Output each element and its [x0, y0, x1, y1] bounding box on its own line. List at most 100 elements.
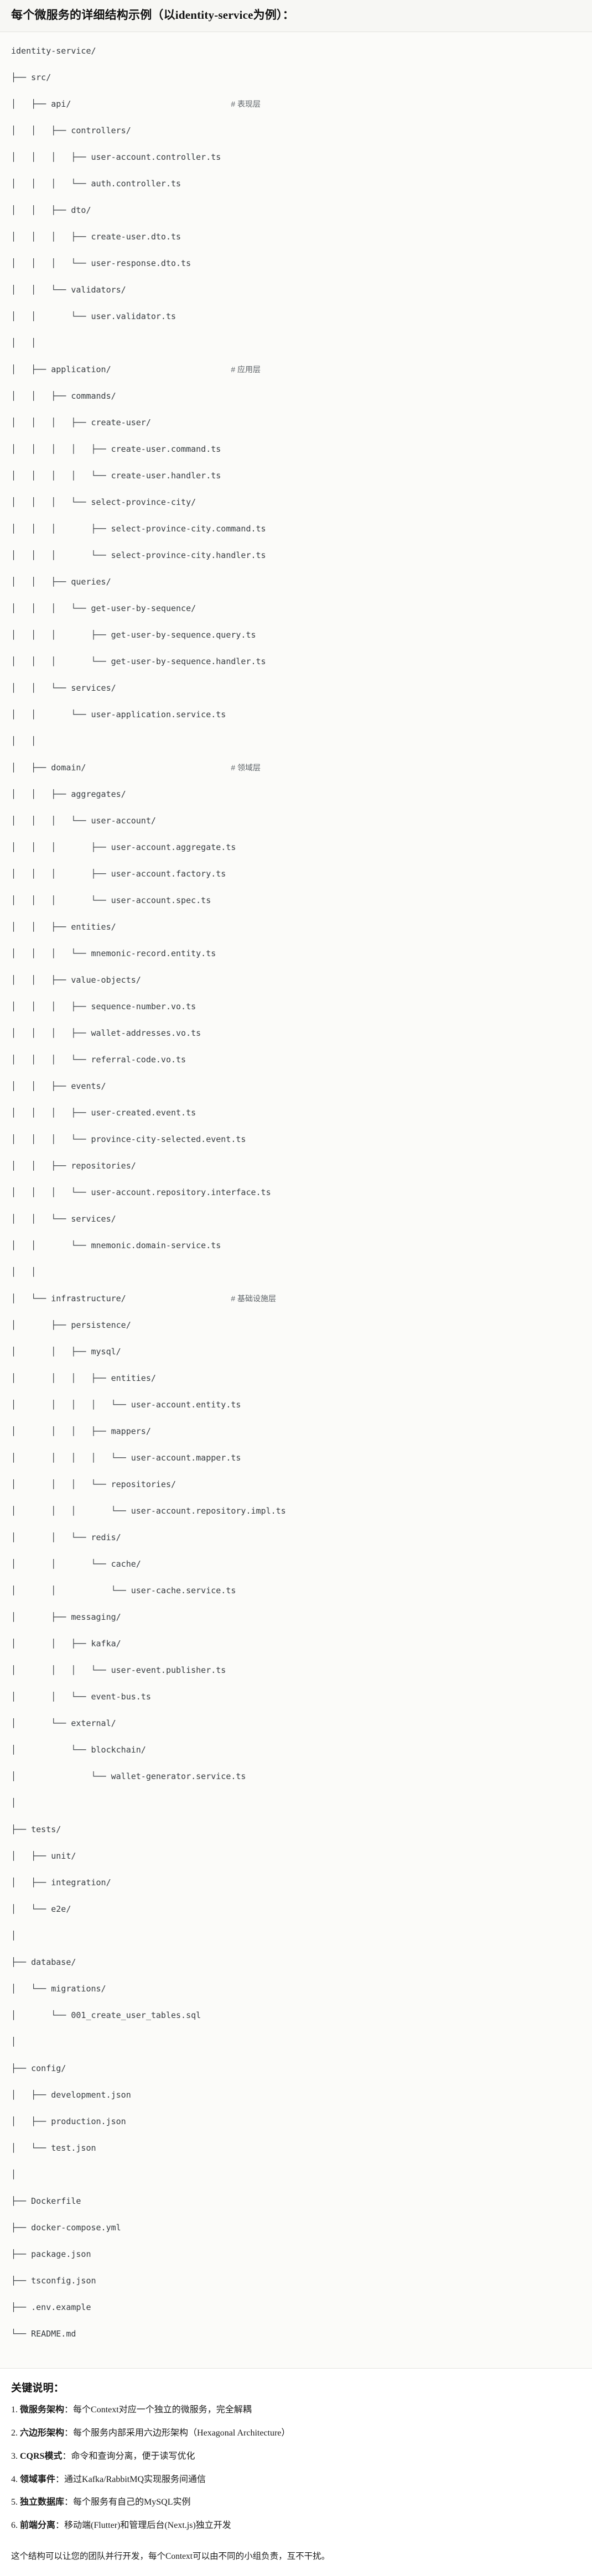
tree-row-path: │ │ └── services/ [11, 683, 116, 693]
tree-row-path: │ │ └── user-cache.service.ts [11, 1586, 236, 1596]
tree-row: │ │ ├── dto/ [11, 204, 581, 217]
key-note-item: 前端分离：移动端(Flutter)和管理后台(Next.js)独立开发 [11, 2519, 581, 2533]
tree-row-path: │ [11, 1798, 17, 1808]
tree-row-path: │ │ │ └── user-account.spec.ts [11, 895, 211, 906]
tree-row: │ │ │ └── province-city-selected.event.t… [11, 1133, 581, 1146]
key-note-item: 独立数据库：每个服务有自己的MySQL实例 [11, 2496, 581, 2510]
tree-row: │ ├── domain/ # 领域层 [11, 761, 581, 774]
tree-row-path: │ │ │ ├── user-created.event.ts [11, 1108, 196, 1118]
key-note-item: 领域事件：通过Kafka/RabbitMQ实现服务间通信 [11, 2473, 581, 2487]
tree-row-path: ├── tests/ [11, 1824, 61, 1835]
tree-row: │ └── external/ [11, 1717, 581, 1730]
tree-row: │ │ └── redis/ [11, 1531, 581, 1544]
tree-row: │ │ │ │ └── user-account.entity.ts [11, 1398, 581, 1411]
tree-row: │ │ └── services/ [11, 1212, 581, 1226]
tree-row-path: │ └── wallet-generator.service.ts [11, 1771, 246, 1782]
tree-row-path: │ └── infrastructure/ [11, 1294, 126, 1304]
tree-row: │ │ │ └── get-user-by-sequence/ [11, 602, 581, 615]
tree-row: │ │ │ └── select-province-city/ [11, 496, 581, 509]
tree-row-path: ├── tsconfig.json [11, 2276, 96, 2286]
tree-row-path: │ │ ├── value-objects/ [11, 975, 141, 985]
directory-tree: identity-service/ ├── src/ │ ├── api/ # … [11, 44, 581, 2354]
tree-row-comment: # 应用层 [231, 365, 261, 374]
tree-row-path: │ [11, 2170, 17, 2180]
tree-row-path: │ ├── messaging/ [11, 1612, 121, 1623]
tree-row-path: │ │ │ └── repositories/ [11, 1479, 176, 1490]
key-note-term: 微服务架构 [20, 2405, 65, 2415]
tree-row-path: ├── Dockerfile [11, 2196, 81, 2207]
tree-row: │ │ └── validators/ [11, 283, 581, 296]
tree-row: │ │ │ └── user-response.dto.ts [11, 257, 581, 270]
tree-row: │ ├── unit/ [11, 1849, 581, 1863]
tree-row: │ └── wallet-generator.service.ts [11, 1770, 581, 1783]
tree-row: │ └── 001_create_user_tables.sql [11, 2009, 581, 2022]
header-band: 每个微服务的详细结构示例（以identity-service为例）： [0, 0, 592, 33]
key-note-separator: ： [62, 2451, 71, 2461]
tree-row-path: │ │ │ └── user-account/ [11, 816, 156, 826]
tree-row-path: │ │ └── redis/ [11, 1532, 121, 1543]
tree-row: │ │ │ └── user-account/ [11, 814, 581, 827]
tree-row: │ │ │ ├── wallet-addresses.vo.ts [11, 1026, 581, 1040]
key-note-separator: ： [55, 2521, 65, 2531]
tree-row-path: │ └── blockchain/ [11, 1745, 146, 1755]
key-note-term: 领域事件 [20, 2474, 56, 2484]
tree-row: │ ├── messaging/ [11, 1610, 581, 1624]
tree-row: │ │ │ ├── user-account.factory.ts [11, 867, 581, 880]
tree-row-path: ├── src/ [11, 72, 51, 83]
tree-row: │ │ ├── events/ [11, 1080, 581, 1093]
key-note-separator: ： [64, 2428, 74, 2438]
tree-row: │ │ │ │ └── create-user.handler.ts [11, 469, 581, 482]
tree-row-path: ├── .env.example [11, 2302, 91, 2313]
key-notes-section: 关键说明： 微服务架构：每个Context对应一个独立的微服务，完全解耦六边形架… [0, 2369, 592, 2548]
tree-row: │ └── test.json [11, 2141, 581, 2155]
tree-row-comment: # 表现层 [231, 100, 261, 109]
key-note-description: 通过Kafka/RabbitMQ实现服务间通信 [64, 2474, 206, 2484]
tree-row-path: │ │ └── user.validator.ts [11, 311, 176, 322]
key-note-separator: ： [55, 2474, 65, 2484]
tree-row: │ │ │ ├── user-account.aggregate.ts [11, 841, 581, 854]
key-note-description: 命令和查询分离，便于读写优化 [71, 2451, 195, 2461]
tree-row-path: │ └── migrations/ [11, 1984, 106, 1994]
tree-row-gap [111, 364, 231, 374]
tree-row-path: │ ├── application/ [11, 364, 111, 375]
tree-row-path: │ [11, 1931, 17, 1941]
tree-row-path: │ │ └── user-application.service.ts [11, 710, 226, 720]
tree-row: │ [11, 2168, 581, 2181]
tree-row-path: │ └── e2e/ [11, 1904, 71, 1915]
tree-row-path: │ │ │ └── referral-code.vo.ts [11, 1055, 186, 1065]
tree-row-path: │ ├── development.json [11, 2090, 131, 2100]
tree-row: identity-service/ [11, 44, 581, 58]
tree-row: ├── tsconfig.json [11, 2274, 581, 2287]
tree-row: │ │ │ └── referral-code.vo.ts [11, 1053, 581, 1066]
tree-row: │ │ └── mnemonic.domain-service.ts [11, 1239, 581, 1252]
key-note-description: 移动端(Flutter)和管理后台(Next.js)独立开发 [64, 2521, 231, 2531]
tree-row-path: ├── database/ [11, 1957, 76, 1968]
tree-row-path: │ └── test.json [11, 2143, 96, 2153]
tree-row: │ │ │ └── user-account.repository.impl.t… [11, 1504, 581, 1518]
tree-row-path: │ │ ├── entities/ [11, 922, 116, 932]
tree-row-path: │ │ │ │ └── user-account.entity.ts [11, 1400, 241, 1410]
tree-row-path: │ │ [11, 1267, 37, 1277]
key-note-separator: ： [64, 2497, 74, 2507]
tree-row: │ └── infrastructure/ # 基础设施层 [11, 1292, 581, 1305]
key-note-term: 前端分离 [20, 2521, 56, 2531]
tree-row-path: │ │ │ └── user-response.dto.ts [11, 258, 191, 269]
tree-row-path: │ │ ├── repositories/ [11, 1161, 136, 1171]
tree-row-path: │ │ │ ├── user-account.factory.ts [11, 869, 226, 879]
tree-row-path: │ │ └── validators/ [11, 285, 126, 295]
tree-row: │ [11, 1796, 581, 1810]
tree-row-path: │ ├── production.json [11, 2116, 126, 2127]
tree-row: │ │ └── user-cache.service.ts [11, 1584, 581, 1597]
tree-row-path: │ │ [11, 338, 37, 348]
tree-row: │ │ └── user.validator.ts [11, 310, 581, 323]
tree-row-path: │ │ │ └── select-province-city/ [11, 497, 196, 508]
tree-row-path: │ │ │ └── get-user-by-sequence.handler.t… [11, 656, 266, 667]
tree-row-path: │ │ │ │ └── user-account.mapper.ts [11, 1453, 241, 1463]
tree-row-path: │ │ │ ├── sequence-number.vo.ts [11, 1002, 196, 1012]
tree-row-path: │ │ │ └── get-user-by-sequence/ [11, 603, 196, 614]
tree-row: │ │ ├── repositories/ [11, 1159, 581, 1172]
tree-row-path: │ │ ├── aggregates/ [11, 789, 126, 800]
key-notes-title: 关键说明： [11, 2382, 65, 2395]
tree-row-path: identity-service/ [11, 46, 96, 56]
tree-row: │ │ │ ├── create-user/ [11, 416, 581, 429]
